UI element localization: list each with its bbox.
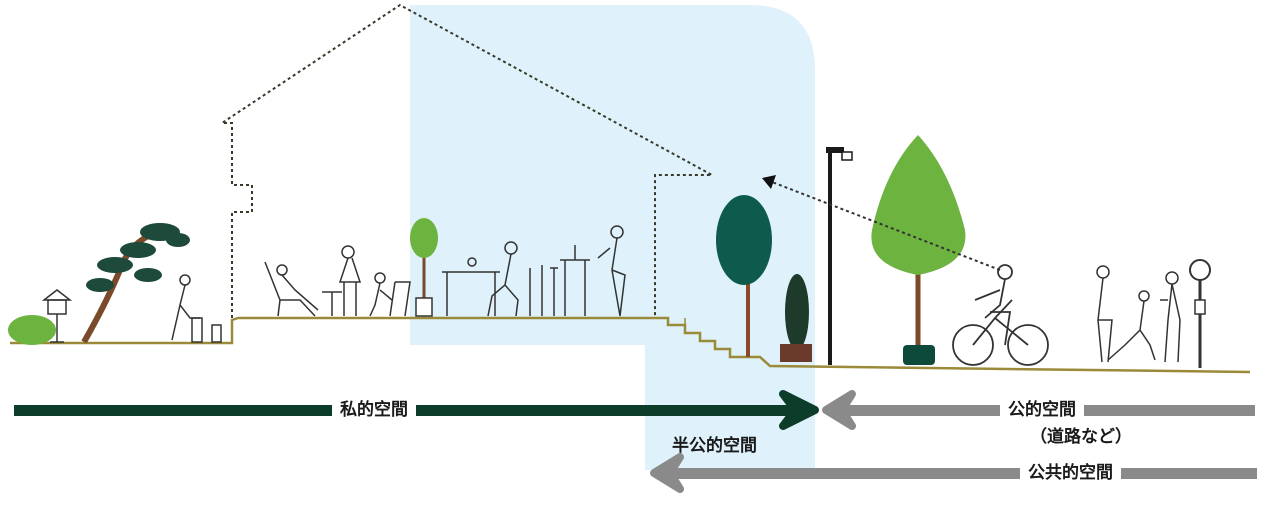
semi-public-space-label: 半公的空間 [672,436,757,456]
stone-lantern [41,289,73,343]
communal-space-arrow [650,453,1257,493]
street-lamp [826,147,853,365]
sightline [771,181,1001,271]
cafe-group [442,225,626,317]
sightline-arrowhead [762,175,776,189]
pine-tree [81,223,190,344]
semi-public-zone [410,5,815,470]
public-space-note: （道路など） [1030,427,1132,447]
public-space-label: 公的空間 [1000,400,1084,420]
shrub [8,315,56,345]
evergreen-tree [716,195,772,357]
cyclist [952,264,1049,366]
house-outline [218,3,713,318]
bus-stop-sign [1189,259,1211,368]
garden-person [171,274,222,343]
street-tree [871,135,966,365]
pedestrians [1096,265,1181,363]
terrace-people [264,245,411,317]
communal-space-label: 公共的空間 [1020,463,1121,483]
terrace-potted-tree [410,218,438,317]
cypress-planter [780,274,812,362]
private-space-label: 私的空間 [332,400,416,420]
